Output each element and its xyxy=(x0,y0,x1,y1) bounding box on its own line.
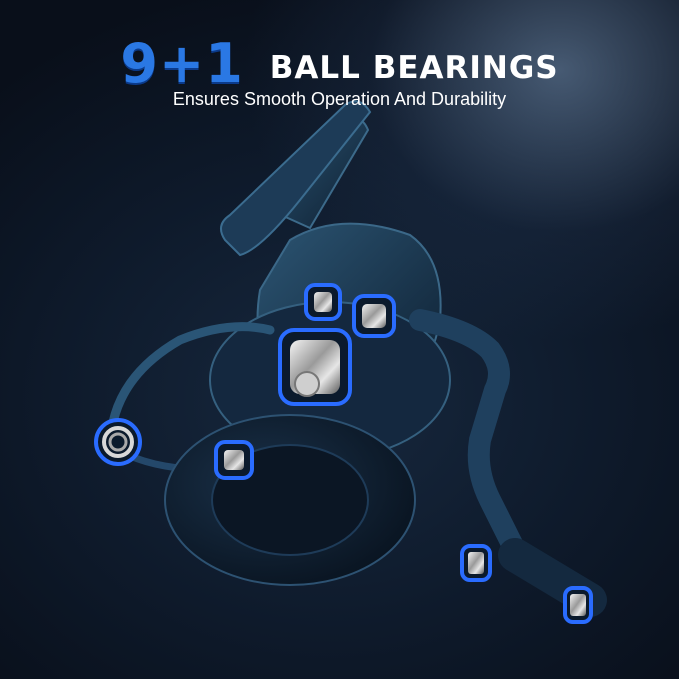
bearing-handle-2-icon xyxy=(563,586,593,624)
subtitle: Ensures Smooth Operation And Durability xyxy=(172,89,507,109)
bearing-top-left-icon xyxy=(304,283,342,321)
handle-arm xyxy=(409,309,531,571)
bearing-handle-1-icon xyxy=(460,544,492,582)
spring-icon xyxy=(94,418,142,466)
bail-arm xyxy=(105,322,275,455)
main-bearing-icon xyxy=(278,328,352,406)
headline-text: BALL BEARINGS xyxy=(269,50,559,86)
bearing-count: 9+1 xyxy=(120,32,244,95)
bearing-top-right-icon xyxy=(352,294,396,338)
bearing-spool-icon xyxy=(214,440,254,480)
headline: 9+1 BALL BEARINGS xyxy=(0,30,679,92)
